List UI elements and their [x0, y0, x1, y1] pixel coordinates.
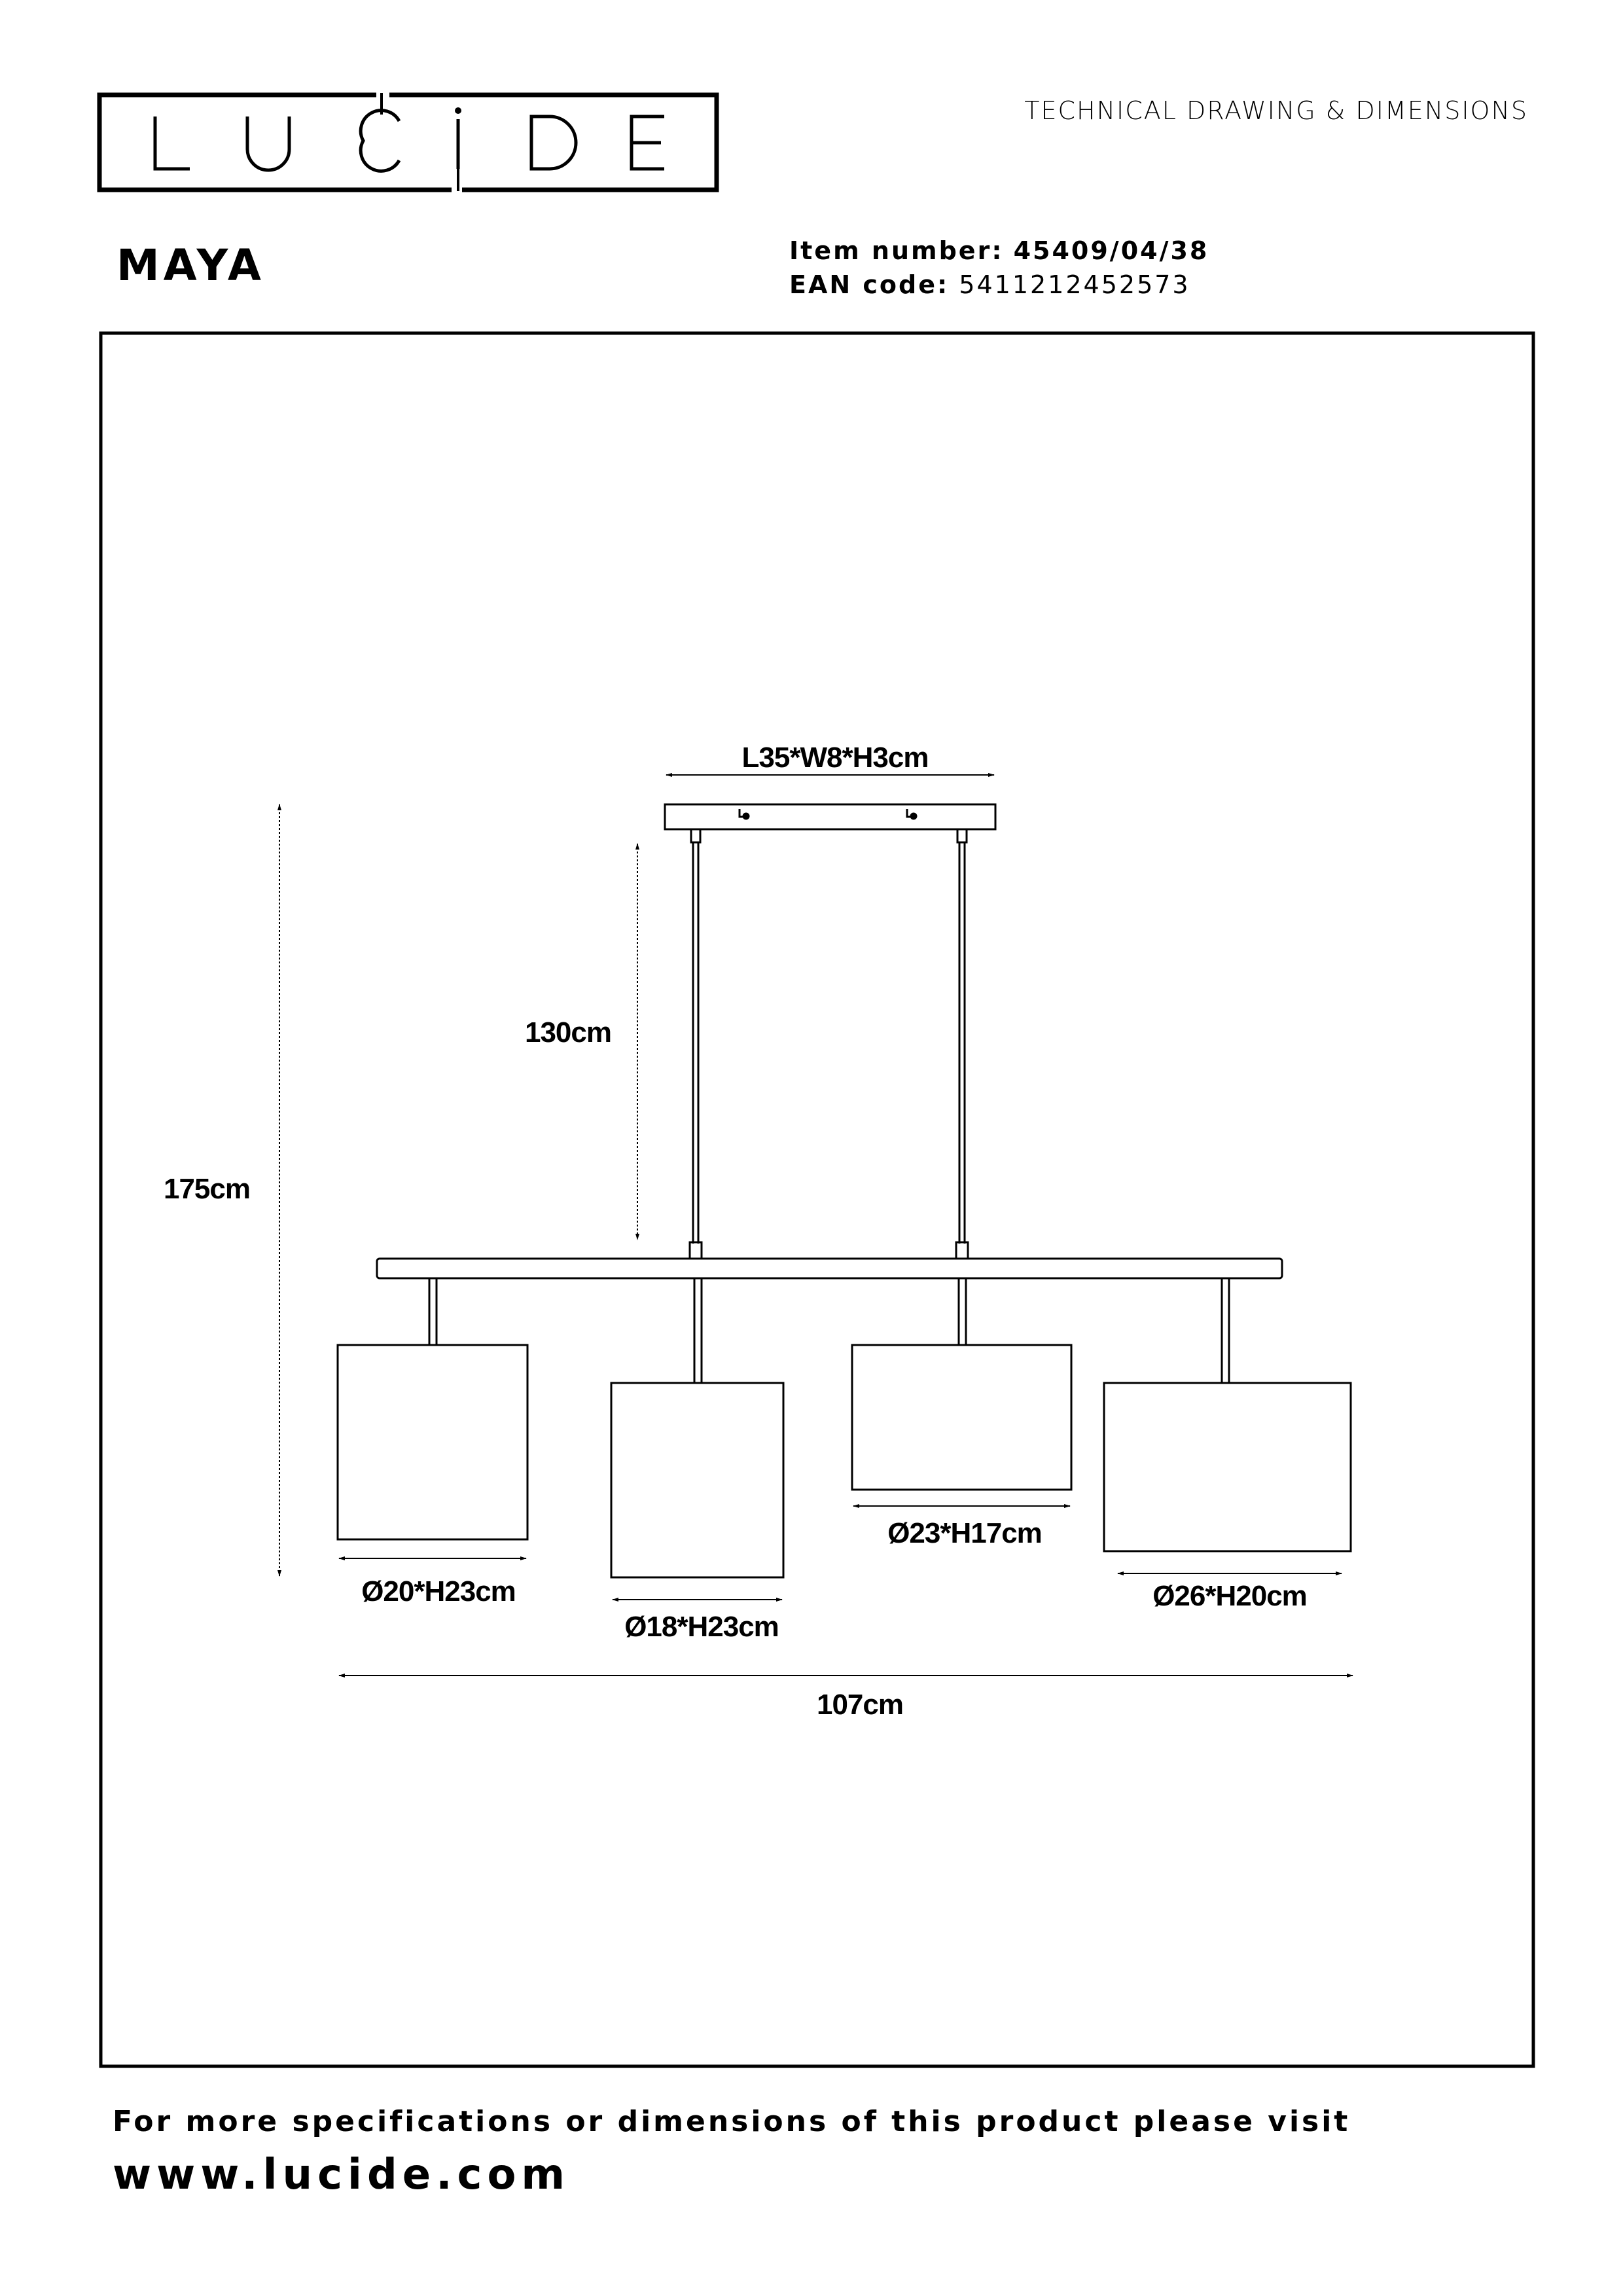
- lamp-bar: [376, 1257, 1283, 1280]
- shade-2: [610, 1382, 785, 1579]
- drawing-frame: [99, 331, 1535, 2068]
- product-name: MAYA: [116, 240, 265, 291]
- item-number-label: Item number:: [789, 236, 1004, 265]
- ean-row: EAN code: 5411212452573: [789, 270, 1190, 299]
- total-height: 175cm: [164, 1173, 250, 1205]
- shade-3: [851, 1344, 1073, 1491]
- total-width: 107cm: [817, 1689, 903, 1721]
- ean-label: EAN code:: [789, 270, 949, 299]
- item-number-row: Item number: 45409/04/38: [789, 236, 1209, 265]
- cable-length: 130cm: [525, 1016, 611, 1049]
- ean-code: 5411212452573: [959, 270, 1190, 299]
- shade-1: [336, 1344, 529, 1541]
- shade-1-dimension: Ø20*H23cm: [361, 1575, 516, 1607]
- dimension-lines: [277, 773, 1353, 1677]
- footer-note: For more specifications or dimensions of…: [113, 2105, 1350, 2138]
- item-number: 45409/04/38: [1014, 236, 1209, 265]
- lucide-logo: [97, 92, 719, 192]
- doc-type-title: TECHNICAL DRAWING & DIMENSIONS: [1024, 96, 1528, 125]
- shade-4-dimension: Ø26*H20cm: [1152, 1580, 1307, 1612]
- shade-3-dimension: Ø23*H17cm: [887, 1517, 1042, 1549]
- canopy: [664, 803, 997, 831]
- shade-stems: [428, 1277, 1230, 1384]
- canopy-dimension: L35*W8*H3cm: [742, 742, 929, 774]
- footer-url[interactable]: www.lucide.com: [113, 2151, 570, 2199]
- suspension-cables: [688, 828, 969, 1260]
- shade-2-dimension: Ø18*H23cm: [624, 1611, 779, 1643]
- lamp-drawing: [336, 803, 1352, 1579]
- shade-4: [1103, 1382, 1352, 1552]
